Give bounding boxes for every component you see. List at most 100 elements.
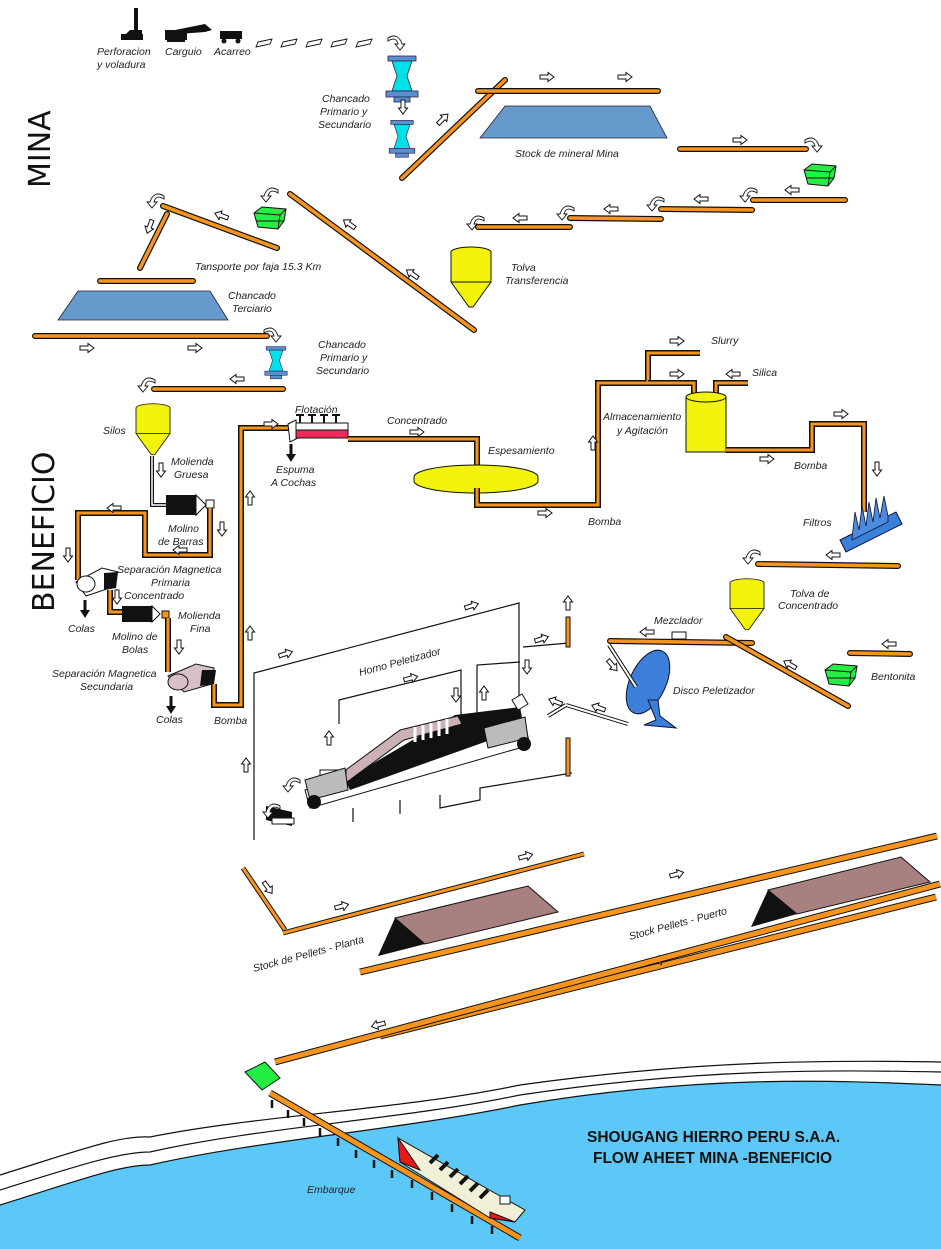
flow-arrow — [512, 213, 528, 223]
label-primaria: Primaria — [151, 577, 190, 589]
pier-conveyor — [268, 1089, 522, 1242]
flow-arrow — [784, 185, 800, 195]
label-concentrado-3: Concentrado — [778, 600, 838, 612]
pelletizing-furnace — [253, 602, 573, 840]
flow-arrow — [217, 521, 227, 537]
pellet-stockpile-plant — [378, 885, 560, 956]
label-transferencia: Transferencia — [505, 275, 569, 287]
flow-arrow — [340, 215, 359, 233]
stack-pipe — [565, 737, 571, 777]
froth-arrow — [286, 454, 296, 462]
flow-arrow — [617, 72, 633, 82]
label-a-cochas: A Cochas — [270, 477, 317, 489]
label-flotacion: Flotación — [295, 404, 338, 416]
label-slurry: Slurry — [711, 335, 739, 347]
crusher-icon — [264, 346, 288, 380]
flow-arrow — [245, 625, 255, 641]
conveyor-belt — [379, 893, 937, 1040]
label-bomba-3: Bomba — [794, 460, 827, 472]
transfer-chute-icon — [803, 163, 837, 187]
flow-arrow — [693, 194, 709, 204]
filter-icon — [839, 495, 903, 553]
flow-arrow — [434, 110, 452, 128]
flow-arrow — [156, 462, 166, 478]
flow-arrow — [669, 336, 685, 346]
tailings-arrow — [80, 610, 90, 618]
haul-truck-icon — [220, 31, 242, 44]
label-fina: Fina — [190, 623, 211, 635]
label-perforacion: Perforacion — [97, 46, 151, 58]
label-sep-mag-primaria: Separación Magnetica — [117, 564, 222, 576]
label-almacenamiento: Almacenamiento — [602, 411, 681, 423]
flow-arrow — [409, 427, 425, 437]
label-primario-2: Primario y — [320, 352, 368, 364]
diagram-title-flowsheet: FLOW AHEET MINA -BENEFICIO — [593, 1150, 832, 1167]
pellet-stockpile-port — [751, 856, 932, 927]
conveyor-belt — [240, 866, 288, 932]
flow-curve-arrow — [387, 35, 406, 51]
ship-icon — [397, 1136, 526, 1223]
label-concentrado-1: Concentrado — [124, 590, 184, 602]
flow-arrow — [537, 508, 553, 518]
label-carguio: Carguio — [165, 46, 202, 58]
shoreline — [0, 1070, 941, 1191]
label-chancado: Chancado — [322, 93, 370, 105]
section-title-mina: MINA — [23, 110, 58, 188]
label-bolas: Bolas — [122, 644, 149, 656]
flow-arrow — [725, 369, 741, 379]
flow-arrow — [825, 550, 841, 560]
label-horno-peletizador: Horno Peletizador — [358, 645, 443, 678]
label-silica: Silica — [752, 367, 777, 379]
label-colas-2: Colas — [156, 714, 184, 726]
shoreline — [0, 1060, 941, 1176]
label-silos: Silos — [103, 425, 127, 437]
flow-arrow — [533, 631, 551, 646]
disc-pelletizer-icon — [607, 643, 678, 729]
conveyor-belt — [658, 206, 755, 213]
label-filtros: Filtros — [803, 517, 832, 529]
label-disco-peletizador: Disco Peletizador — [673, 685, 755, 697]
label-molienda: Molienda — [171, 456, 214, 468]
flow-arrow — [187, 343, 203, 353]
magnetic-separator-secondary-icon — [167, 663, 216, 693]
flow-arrow — [522, 659, 532, 675]
flow-arrow — [669, 369, 685, 379]
flow-arrow — [277, 646, 295, 661]
flow-arrow — [369, 1018, 387, 1032]
conveyor-belt — [847, 650, 913, 657]
conveyor-belt — [137, 211, 170, 271]
mixer-icon — [671, 631, 687, 640]
flow-arrow — [245, 490, 255, 506]
label-colas-1: Colas — [68, 623, 96, 635]
label-molienda-fina: Molienda — [178, 610, 221, 622]
tertiary-stockpile — [57, 290, 229, 321]
conveyor-belt — [359, 832, 938, 976]
magnetic-separator-primary-icon — [75, 567, 119, 597]
label-chancado-terciario: Chancado — [228, 290, 276, 302]
flow-arrow — [142, 217, 157, 236]
label-secundario: Secundario — [318, 119, 371, 131]
ball-mill-icon — [122, 604, 170, 624]
flow-curve-arrow — [260, 187, 279, 203]
flow-curve-arrow — [282, 777, 301, 793]
tailings-arrow — [166, 706, 176, 714]
label-molino: Molino — [168, 523, 199, 535]
flow-arrow — [603, 204, 619, 214]
flow-arrow — [639, 627, 655, 637]
sea — [0, 1081, 941, 1249]
diagram-title-company: SHOUGANG HIERRO PERU S.A.A. — [587, 1129, 840, 1146]
flow-arrow — [479, 685, 489, 701]
rod-mill-icon — [166, 493, 215, 517]
flow-arrow — [229, 374, 245, 384]
label-gruesa: Gruesa — [174, 469, 209, 481]
label-molino-de: Molino de — [112, 631, 158, 643]
flow-arrow — [241, 757, 251, 773]
label-primario: Primario y — [320, 106, 368, 118]
label-espuma: Espuma — [276, 464, 315, 476]
flow-arrow — [668, 867, 686, 881]
flow-arrow — [79, 343, 95, 353]
label-agitacion: y Agitación — [616, 425, 668, 437]
label-de-barras: de Barras — [158, 536, 204, 548]
label-chancado-2: Chancado — [318, 339, 366, 351]
